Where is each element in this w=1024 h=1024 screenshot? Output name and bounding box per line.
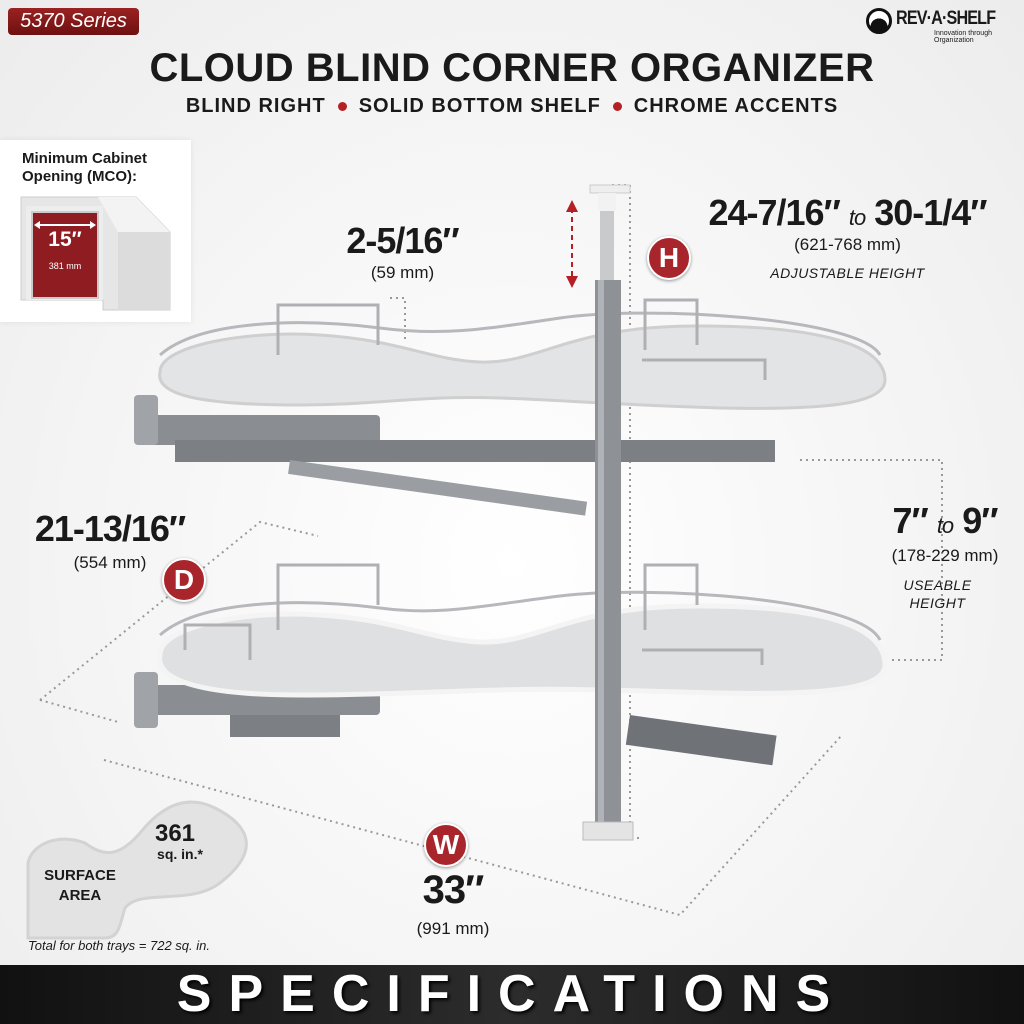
width-mm: (991 mm)	[416, 919, 490, 938]
cabinet-icon	[20, 196, 171, 311]
mco-mm: 381 mm	[48, 261, 82, 271]
height-marker: H	[647, 236, 691, 280]
mco-label: Opening (MCO):	[22, 168, 137, 185]
label-line: SURFACE	[44, 867, 116, 884]
rail-height-value: 2-5/16″	[346, 220, 459, 261]
useable-height-value: 7″ to 9″	[870, 500, 1020, 542]
feature: SOLID BOTTOM SHELF	[358, 95, 601, 117]
caption-line: HEIGHT	[909, 595, 966, 611]
width-marker: W	[424, 823, 468, 867]
logo-mark-icon	[866, 8, 892, 34]
depth-value: 21-13/16″	[34, 508, 186, 549]
lower-shelf	[157, 563, 888, 698]
useable-height-mm: (178-229 mm)	[891, 546, 999, 565]
width-value: 33″	[422, 868, 485, 912]
surface-area-label: SURFACE AREA	[35, 866, 125, 906]
mco-inches: 15″	[48, 228, 82, 251]
adjustable-height-value: 24-7/16″ to 30-1/4″	[680, 192, 1015, 234]
to-label: to	[936, 513, 954, 538]
adjustable-height-caption: ADJUSTABLE HEIGHT	[770, 265, 925, 281]
to-label: to	[848, 205, 866, 230]
brand-name: REV·A·SHELF	[896, 8, 996, 29]
height-max: 30-1/4″	[874, 192, 987, 233]
surface-area-footnote: Total for both trays = 722 sq. in.	[28, 938, 210, 953]
support-pole	[582, 184, 634, 841]
bullet-icon	[612, 102, 622, 112]
specifications-banner: SPECIFICATIONS	[0, 965, 1024, 1024]
bullet-icon	[337, 102, 347, 112]
series-badge: 5370 Series	[8, 8, 139, 35]
surface-area-value: 361	[154, 820, 196, 847]
label-line: AREA	[58, 887, 102, 904]
brand-logo: REV·A·SHELF Innovation through Organizat…	[866, 6, 1020, 44]
page-title: CLOUD BLIND CORNER ORGANIZER	[149, 46, 875, 90]
feature: CHROME ACCENTS	[633, 95, 839, 117]
mco-label: Minimum Cabinet	[22, 150, 148, 167]
rail-height-mm: (59 mm)	[370, 263, 435, 282]
useable-max: 9″	[962, 500, 998, 541]
useable-height-caption: USEABLE HEIGHT	[870, 576, 1005, 612]
surface-area-shape	[26, 800, 248, 940]
height-min: 24-7/16″	[708, 192, 840, 233]
product-illustration	[39, 184, 943, 917]
depth-marker: D	[162, 558, 206, 602]
feature-list: BLIND RIGHT SOLID BOTTOM SHELF CHROME ACCE…	[0, 95, 1024, 118]
adjustable-height-mm: (621-768 mm)	[794, 235, 901, 254]
depth-mm: (554 mm)	[73, 553, 147, 572]
caption-line: USEABLE	[903, 577, 972, 593]
feature: BLIND RIGHT	[185, 95, 326, 117]
upper-shelf	[158, 298, 887, 410]
surface-area-unit: sq. in.*	[157, 846, 203, 862]
brand-tagline: Innovation through Organization	[934, 30, 992, 44]
useable-min: 7″	[892, 500, 929, 541]
dimension-lines	[39, 184, 943, 917]
